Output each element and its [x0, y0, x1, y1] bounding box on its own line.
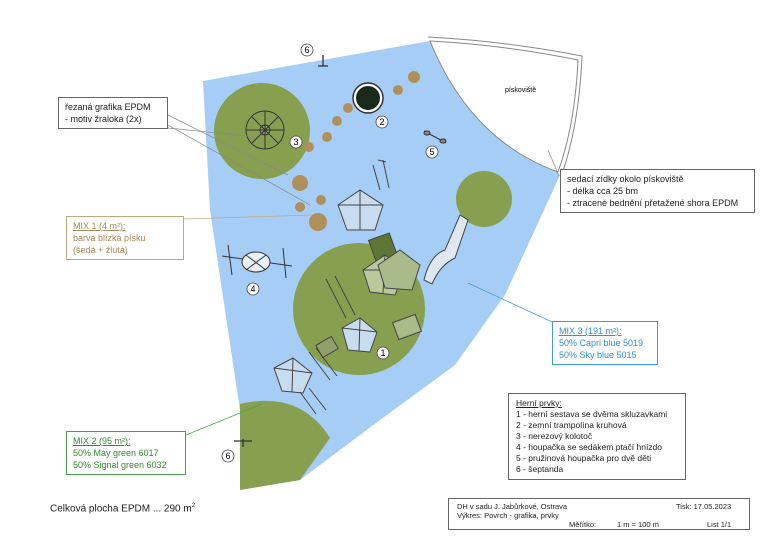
legend-play-elements: Herní prvky: 1 - herní sestava se dvěma … [508, 393, 686, 480]
title-block: DH v sadu J. Jabůrkové, Ostrava Výkres: … [448, 498, 750, 530]
legend-title: Herní prvky: [516, 398, 562, 408]
title-print-date: Tisk: 17.05.2023 [676, 502, 732, 511]
legend-item: 2 - zemní trampolína kruhová [516, 420, 627, 430]
total-area: Celková plocha EPDM ... 290 m2 [50, 503, 195, 514]
mix3-label: MIX 3 (191 m²): 50% Capri blue 5019 50% … [552, 321, 658, 365]
title-drawing: Výkres: Povrch - grafika, prvky [457, 511, 559, 520]
marker-4: 4 [250, 284, 255, 294]
mix1-label: MIX 1 (4 m²): barva blízká písku (šedá +… [66, 216, 184, 260]
whisper-pipe-top [318, 55, 328, 67]
marker-6-top: 6 [304, 45, 309, 55]
legend-item: 4 - houpačka se sedákem ptačí hnízdo [516, 442, 663, 452]
legend-item: 5 - pružinová houpačka pro dvě děti [516, 453, 652, 463]
mix1-line: (šedá + žlutá) [73, 245, 128, 255]
mix2-label: MIX 2 (95 m²): 50% May green 6017 50% Si… [66, 431, 186, 475]
mix3-title: MIX 3 (191 m²): [559, 326, 622, 336]
total-area-text: Celková plocha EPDM ... 290 m [50, 503, 192, 515]
whisper-pipe-bottom [234, 439, 252, 447]
sandpit [429, 40, 579, 173]
trampoline [352, 82, 384, 114]
nest-swing [221, 244, 293, 279]
mix3-line: 50% Sky blue 5015 [559, 350, 637, 360]
mix2-line: 50% Signal green 6032 [73, 460, 167, 470]
green-circle-carousel [214, 83, 310, 179]
note-zidky-line: sedací zídky okolo pískoviště [567, 174, 684, 184]
title-project: DH v sadu J. Jabůrkové, Ostrava [457, 502, 568, 511]
note-epdm-line: řezaná grafika EPDM [65, 102, 151, 112]
legend-item: 3 - nerezový kolotoč [516, 431, 593, 441]
marker-1: 1 [380, 348, 385, 358]
title-scale: 1 m = 100 m [617, 520, 659, 529]
marker-2: 2 [379, 117, 384, 127]
mix2-line: 50% May green 6017 [73, 448, 159, 458]
mix1-title: MIX 1 (4 m²): [73, 221, 126, 231]
note-seating-walls: sedací zídky okolo pískoviště - délka cc… [560, 169, 755, 213]
item-markers [221, 43, 439, 463]
legend-item: 1 - herní sestava se dvěma skluzavkami [516, 409, 668, 419]
title-scale-label: Měřítko: [569, 520, 597, 529]
mix3-line: 50% Capri blue 5019 [559, 338, 644, 348]
carousel [245, 110, 285, 150]
title-sheet: List 1/1 [707, 520, 732, 529]
note-zidky-line: - ztracené bednění přetažené shora EPDM [567, 198, 739, 208]
mix1-line: barva blízká písku [73, 233, 146, 243]
sandpit-label: pískoviště [505, 87, 536, 94]
sand-tiles [292, 71, 420, 231]
marker-3: 3 [293, 137, 298, 147]
legend-item: 6 - šeptanda [516, 464, 564, 474]
marker-6-bottom: 6 [225, 451, 230, 461]
sandpit-wall [427, 36, 583, 175]
note-epdm-graphic: řezaná grafika EPDM - motiv žraloka (2x) [58, 97, 168, 129]
note-zidky-line: - délka cca 25 bm [567, 186, 639, 196]
green-circle-small [456, 171, 512, 227]
spring-seesaw [423, 130, 447, 144]
marker-5: 5 [429, 147, 434, 157]
leader-lines [167, 114, 560, 436]
play-structure [273, 159, 469, 415]
green-corner [240, 400, 330, 490]
note-epdm-line: - motiv žraloka (2x) [65, 114, 142, 124]
mix2-title: MIX 2 (95 m²): [73, 436, 131, 446]
total-area-unit-sup: 2 [191, 503, 196, 509]
